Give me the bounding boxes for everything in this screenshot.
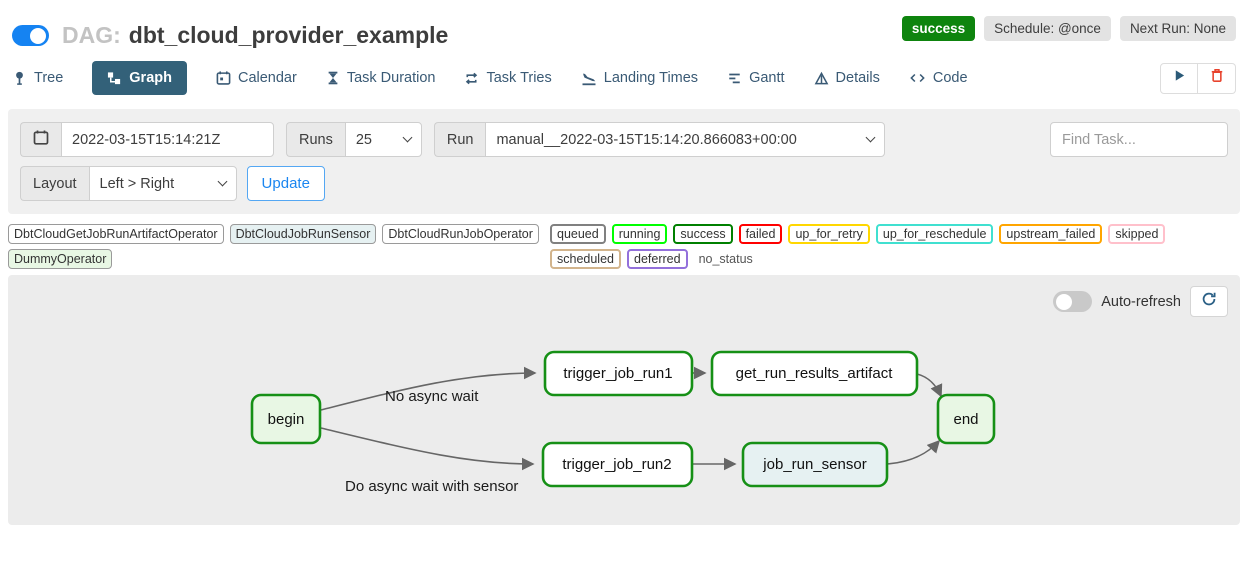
status-badge: success (901, 16, 976, 41)
operator-badge: DummyOperator (8, 249, 113, 269)
state-badge: scheduled (550, 249, 621, 269)
code-icon (909, 71, 926, 85)
operator-badge: DbtCloudRunJobOperator (382, 224, 539, 244)
task-node-trigger-job-run1[interactable]: trigger_job_run1 (543, 350, 694, 397)
page-title: dbt_cloud_provider_example (128, 22, 449, 48)
tab-graph[interactable]: Graph (92, 61, 187, 95)
dag-pause-toggle[interactable] (12, 25, 49, 46)
state-badge: skipped (1108, 224, 1166, 244)
tab-gantt[interactable]: Gantt (727, 61, 785, 95)
runs-label: Runs (286, 122, 345, 157)
tab-calendar[interactable]: Calendar (216, 61, 297, 95)
auto-refresh-label: Auto-refresh (1101, 293, 1181, 310)
layout-label: Layout (20, 166, 89, 201)
details-icon (814, 71, 829, 86)
task-node-end[interactable]: end (936, 393, 996, 445)
plane-landing-icon (581, 70, 597, 86)
tab-tree[interactable]: Tree (12, 61, 63, 95)
calendar-icon (33, 129, 49, 150)
operator-badge: DbtCloudGetJobRunArtifactOperator (8, 224, 224, 244)
legend: DbtCloudGetJobRunArtifactOperator DbtClo… (8, 224, 1240, 269)
schedule-badge[interactable]: Schedule: @once (984, 16, 1111, 41)
next-run-badge: Next Run: None (1119, 16, 1236, 41)
tab-landing-times[interactable]: Landing Times (581, 61, 698, 95)
task-node-trigger-job-run2[interactable]: trigger_job_run2 (541, 441, 694, 488)
dag-graph-panel: Auto-refresh No async wait Do async wait… (8, 275, 1240, 525)
delete-dag-button[interactable] (1198, 62, 1236, 94)
state-badge: up_for_reschedule (875, 224, 994, 244)
task-node-begin[interactable]: begin (250, 393, 322, 445)
filter-panel: Runs 25 Run manual__2022-03-15T15:14:20.… (8, 109, 1240, 214)
tab-code[interactable]: Code (909, 61, 968, 95)
toggle-knob (1056, 293, 1073, 310)
trash-icon (1210, 68, 1224, 88)
operator-legend: DbtCloudGetJobRunArtifactOperator DbtClo… (8, 224, 550, 269)
view-tabbar: Tree Graph Calendar Task Duration Task T… (0, 55, 1248, 105)
edge-label: Do async wait with sensor (345, 478, 518, 495)
state-badge: failed (738, 224, 783, 244)
edge-sensor-end (886, 439, 941, 465)
tab-task-duration[interactable]: Task Duration (326, 61, 435, 95)
base-date-input[interactable] (61, 122, 274, 157)
update-button[interactable]: Update (246, 166, 325, 201)
no-status-label: no_status (698, 252, 753, 266)
run-label: Run (433, 122, 486, 157)
graph-icon (107, 71, 122, 86)
dag-header: DAG: dbt_cloud_provider_example success … (0, 0, 1248, 55)
state-badge: success (673, 224, 733, 244)
state-badge: deferred (627, 249, 688, 269)
pin-icon (12, 70, 27, 86)
edge-artifact-end (916, 373, 943, 398)
tab-task-tries[interactable]: Task Tries (464, 61, 552, 95)
tab-details[interactable]: Details (814, 61, 880, 95)
trigger-dag-button[interactable] (1160, 62, 1198, 94)
edge-label: No async wait (385, 388, 479, 405)
state-badge: up_for_retry (788, 224, 870, 244)
state-legend: queued running success failed up_for_ret… (550, 224, 1240, 269)
num-runs-select[interactable]: 25 (344, 122, 422, 157)
edge-begin-trigger1 (320, 366, 537, 411)
run-select[interactable]: manual__2022-03-15T15:14:20.866083+00:00 (485, 122, 886, 157)
edge-begin-trigger2 (320, 427, 535, 471)
dag-prefix-label: DAG: (62, 22, 121, 48)
toggle-knob (30, 27, 46, 44)
calendar-icon (216, 70, 231, 86)
refresh-button[interactable] (1190, 286, 1228, 317)
find-task-input[interactable] (1050, 122, 1228, 157)
state-badge: running (611, 224, 668, 244)
repeat-icon (464, 71, 479, 86)
task-node-job-run-sensor[interactable]: job_run_sensor (741, 441, 889, 488)
datepicker-button[interactable] (20, 122, 61, 157)
layout-select[interactable]: Left > Right (88, 166, 237, 201)
gantt-icon (727, 71, 742, 85)
task-node-get-run-results-artifact[interactable]: get_run_results_artifact (710, 350, 919, 397)
auto-refresh-toggle[interactable] (1053, 291, 1093, 312)
operator-badge: DbtCloudJobRunSensor (229, 224, 377, 244)
state-badge: queued (550, 224, 606, 244)
play-icon (1173, 69, 1186, 87)
hourglass-icon (326, 70, 340, 86)
state-badge: upstream_failed (999, 224, 1103, 244)
refresh-icon (1201, 291, 1217, 312)
